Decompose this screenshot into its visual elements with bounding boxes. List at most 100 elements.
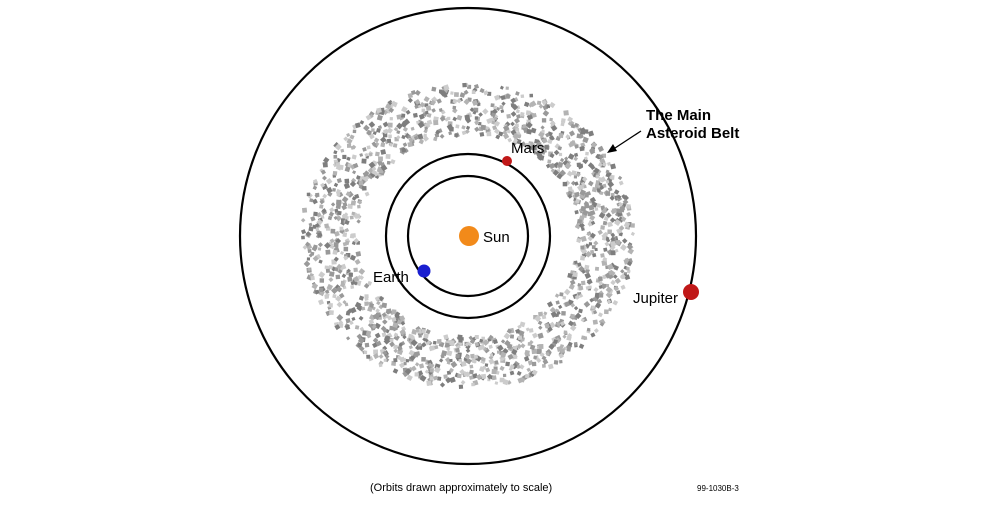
- asteroid: [520, 141, 526, 147]
- asteroid: [382, 132, 388, 138]
- asteroid: [567, 190, 573, 196]
- asteroid: [620, 216, 627, 222]
- asteroid: [464, 371, 471, 378]
- asteroid: [506, 129, 511, 134]
- asteroid: [378, 156, 383, 162]
- asteroid: [408, 349, 415, 356]
- asteroid: [439, 133, 445, 139]
- asteroid: [461, 130, 467, 136]
- asteroid: [344, 324, 351, 331]
- asteroid: [387, 122, 393, 128]
- asteroid: [421, 328, 426, 334]
- asteroid: [343, 246, 349, 252]
- asteroid: [382, 319, 388, 325]
- asteroid: [564, 162, 572, 170]
- asteroid: [318, 287, 324, 293]
- asteroid: [312, 185, 318, 191]
- asteroid: [605, 238, 611, 243]
- asteroid: [481, 373, 487, 380]
- asteroid: [381, 332, 387, 338]
- asteroid: [332, 170, 338, 176]
- asteroid: [326, 283, 334, 291]
- asteroid: [596, 203, 601, 208]
- asteroid: [617, 208, 623, 214]
- asteroid: [407, 134, 411, 139]
- asteroid: [570, 314, 575, 319]
- asteroid: [490, 112, 496, 118]
- asteroid: [494, 381, 499, 385]
- asteroid: [353, 237, 360, 244]
- asteroid: [426, 112, 432, 118]
- asteroid: [597, 312, 603, 318]
- asteroid: [313, 211, 318, 217]
- asteroid: [574, 210, 579, 215]
- asteroid: [560, 118, 566, 124]
- asteroid: [479, 131, 485, 137]
- asteroid: [317, 242, 324, 248]
- asteroid: [614, 277, 621, 285]
- asteroid: [447, 116, 451, 120]
- asteroid: [598, 182, 603, 187]
- asteroid: [544, 145, 549, 150]
- asteroid: [596, 188, 601, 193]
- asteroid: [599, 185, 605, 190]
- asteroid: [334, 266, 340, 272]
- asteroid: [566, 347, 571, 352]
- asteroid: [609, 240, 616, 247]
- asteroid: [393, 344, 398, 350]
- asteroid: [617, 175, 623, 181]
- asteroid: [412, 112, 418, 118]
- asteroid: [584, 156, 588, 161]
- asteroid: [532, 332, 538, 339]
- asteroid: [345, 191, 352, 197]
- asteroid: [474, 341, 480, 347]
- asteroid: [474, 116, 479, 120]
- asteroid: [453, 92, 459, 98]
- asteroid: [593, 287, 599, 293]
- asteroid: [344, 178, 350, 184]
- asteroid: [570, 123, 576, 129]
- asteroid: [549, 153, 555, 159]
- asteroid: [607, 229, 612, 235]
- asteroid: [573, 306, 579, 311]
- asteroid: [540, 125, 545, 130]
- asteroid: [387, 99, 394, 106]
- asteroid: [589, 210, 596, 216]
- asteroid: [324, 289, 330, 295]
- asteroid: [497, 344, 504, 352]
- asteroid: [451, 107, 458, 114]
- asteroid: [417, 370, 424, 376]
- asteroid: [618, 225, 625, 231]
- mars-body: [502, 156, 512, 166]
- asteroid: [338, 320, 344, 325]
- asteroid: [578, 293, 584, 298]
- asteroid: [584, 268, 590, 274]
- asteroid: [492, 339, 498, 345]
- asteroid: [443, 334, 449, 340]
- asteroid: [389, 325, 394, 331]
- asteroid: [563, 110, 569, 116]
- asteroid: [400, 320, 406, 326]
- asteroid: [433, 375, 438, 381]
- asteroid: [450, 360, 458, 369]
- asteroid: [336, 301, 343, 308]
- asteroid: [580, 235, 587, 243]
- asteroid: [605, 286, 613, 293]
- asteroid: [319, 199, 325, 205]
- asteroid: [616, 290, 621, 295]
- asteroid: [575, 198, 580, 204]
- asteroid: [365, 114, 372, 121]
- asteroid: [314, 222, 320, 228]
- asteroid: [428, 346, 434, 352]
- asteroid: [561, 310, 566, 316]
- asteroid: [546, 301, 554, 308]
- asteroid: [588, 204, 595, 211]
- asteroid: [545, 132, 550, 138]
- asteroid: [493, 94, 501, 101]
- asteroid: [610, 232, 616, 238]
- asteroid: [452, 116, 457, 122]
- asteroid: [329, 207, 335, 213]
- asteroid: [328, 303, 333, 308]
- asteroid: [385, 309, 391, 315]
- asteroid: [309, 198, 314, 203]
